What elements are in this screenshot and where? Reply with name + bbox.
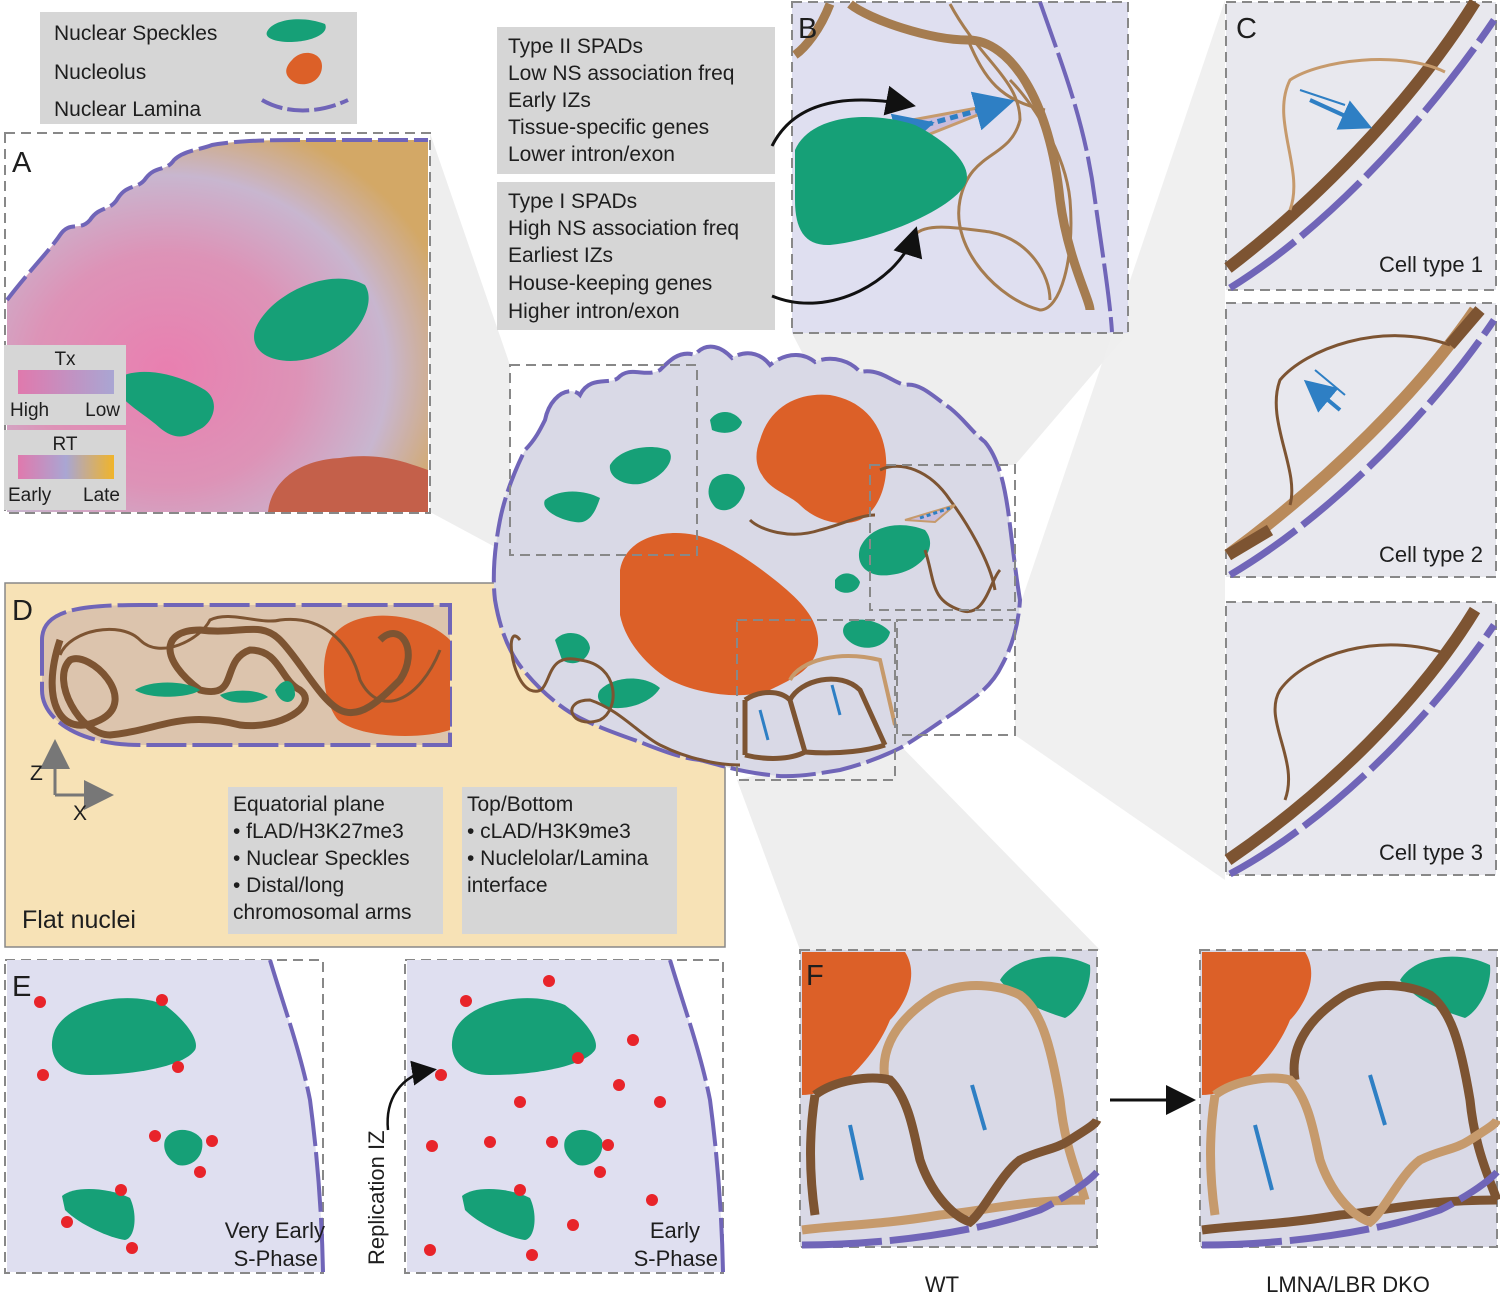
type1-spads-box: Type I SPADs High NS association freq Ea…	[497, 182, 775, 330]
rt-early-label: Early	[8, 485, 52, 506]
panel-d-nucleolus	[323, 615, 450, 736]
top-bottom-box: Top/Bottom • cLAD/H3K9me3 • Nuclelolar/L…	[462, 787, 677, 934]
rt-late-label: Late	[83, 485, 120, 506]
panel-e-right-iz-dots	[424, 975, 666, 1261]
wt-label: WT	[925, 1272, 959, 1297]
type1-line-2: High NS association freq	[508, 217, 739, 240]
equatorial-line-3: • Nuclear Speckles	[233, 847, 410, 870]
tx-legend: Tx High Low	[4, 345, 126, 425]
panel-c-cell-2: Cell type 2	[1224, 302, 1497, 579]
type1-line-5: Higher intron/exon	[508, 300, 680, 323]
type2-line-4: Tissue-specific genes	[508, 116, 709, 139]
type1-pointer-arrow	[771, 226, 923, 305]
tx-gradient-bar	[18, 370, 114, 394]
panel-e-letter: E	[12, 971, 31, 1003]
panel-b-dashed-arrow	[890, 91, 1015, 153]
topbottom-line-4: interface	[467, 874, 548, 897]
tx-low-label: Low	[85, 400, 120, 421]
rt-title: RT	[53, 434, 78, 455]
central-nucleolus-1	[756, 394, 887, 524]
replication-iz-arrow	[386, 1060, 437, 1131]
axis-x-label: X	[73, 802, 87, 825]
panel-d-letter: D	[12, 595, 33, 627]
equatorial-plane-box: Equatorial plane • fLAD/H3K27me3 • Nucle…	[228, 787, 443, 934]
replication-iz-label: Replication IZ	[364, 1130, 389, 1265]
rt-legend: RT Early Late	[4, 430, 126, 510]
rt-gradient-bar	[18, 455, 114, 479]
legend-lamina-swatch	[260, 98, 349, 113]
cell-type-2-label: Cell type 2	[1379, 542, 1483, 567]
panel-b: B	[791, 0, 1129, 334]
type2-pointer-arrow	[770, 85, 916, 147]
legend: Nuclear Speckles Nucleolus Nuclear Lamin…	[40, 12, 357, 124]
cell-type-1-label: Cell type 1	[1379, 252, 1483, 277]
panel-e-left: Very Early S-Phase E	[4, 959, 325, 1274]
panel-f-dko	[1199, 949, 1500, 1249]
legend-lamina-label: Nuclear Lamina	[54, 98, 201, 121]
panel-a-letter: A	[12, 147, 32, 179]
panel-c-cell-3: Cell type 3	[1224, 601, 1497, 878]
panel-e-left-iz-dots	[34, 994, 218, 1254]
type1-line-1: Type I SPADs	[508, 190, 637, 213]
axis-z-label: Z	[30, 762, 43, 785]
topbottom-line-1: Top/Bottom	[467, 793, 573, 816]
flat-nuclei-title: Flat nuclei	[22, 906, 136, 934]
central-nucleus	[491, 344, 1023, 781]
type2-line-3: Early IZs	[508, 89, 591, 112]
type2-line-5: Lower intron/exon	[508, 143, 675, 166]
equatorial-line-1: Equatorial plane	[233, 793, 385, 816]
type2-line-2: Low NS association freq	[508, 62, 734, 85]
topbottom-line-3: • Nuclelolar/Lamina	[467, 847, 649, 870]
panel-f-letter: F	[806, 960, 824, 992]
inset-c-box	[896, 619, 1016, 736]
panel-a-nucleolus	[268, 456, 428, 512]
cell-type-3-label: Cell type 3	[1379, 840, 1483, 865]
panel-f-wt: F	[799, 949, 1102, 1249]
legend-speckles-label: Nuclear Speckles	[54, 22, 217, 45]
panel-c: Cell type 1 Cell type 2 Cell type 3 C	[1224, 0, 1497, 878]
legend-nucleolus-label: Nucleolus	[54, 61, 146, 84]
legend-speckle-swatch	[266, 19, 326, 42]
central-nucleolus-2	[620, 533, 819, 696]
panel-a-speckle-1	[254, 278, 369, 361]
dko-label: LMNA/LBR DKO	[1266, 1272, 1430, 1297]
type2-line-1: Type II SPADs	[508, 35, 643, 58]
early-label-1: Early	[650, 1218, 700, 1243]
early-label-2: S-Phase	[634, 1246, 718, 1271]
zoom-connectors	[430, 0, 1225, 950]
panel-a: A Tx High Low RT Early Late	[4, 132, 431, 514]
very-early-label-1: Very Early	[225, 1218, 325, 1243]
panel-c-cell-1: Cell type 1	[1224, 0, 1497, 291]
panel-e-right: Early S-Phase	[404, 959, 725, 1274]
type1-line-4: House-keeping genes	[508, 272, 712, 295]
panel-b-speckle	[795, 117, 967, 246]
panel-c-letter: C	[1236, 13, 1257, 45]
inset-b-box	[869, 464, 1016, 611]
panel-b-letter: B	[798, 13, 817, 45]
type2-spads-box: Type II SPADs Low NS association freq Ea…	[497, 27, 775, 174]
inset-a-box	[509, 364, 698, 556]
panel-a-speckle-2	[115, 371, 214, 437]
legend-nucleolus-swatch	[286, 52, 322, 85]
tx-high-label: High	[10, 400, 49, 421]
tx-title: Tx	[54, 349, 76, 370]
equatorial-line-5: chromosomal arms	[233, 901, 412, 924]
very-early-label-2: S-Phase	[234, 1246, 318, 1271]
topbottom-line-2: • cLAD/H3K9me3	[467, 820, 631, 843]
equatorial-line-2: • fLAD/H3K27me3	[233, 820, 404, 843]
type1-line-3: Earliest IZs	[508, 244, 613, 267]
equatorial-line-4: • Distal/long	[233, 874, 344, 897]
